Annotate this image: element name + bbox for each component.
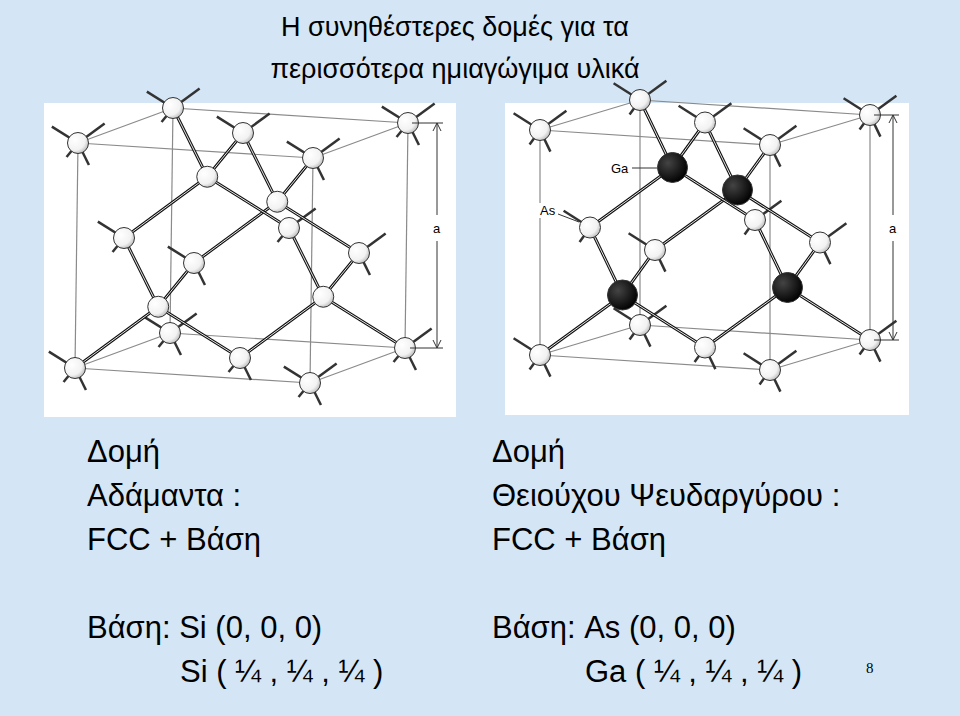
cell-edge xyxy=(75,368,310,383)
structure-name: FCC + Βάση xyxy=(87,522,261,558)
cell-edge xyxy=(313,123,408,158)
cell-edge xyxy=(769,145,770,370)
atom xyxy=(530,345,551,366)
basis-text: Βάση: As (0, 0, 0) xyxy=(492,610,736,646)
bond-highlight xyxy=(124,177,207,238)
cell-edge xyxy=(75,143,78,368)
zincblende-cell xyxy=(514,81,897,392)
atom xyxy=(230,348,251,369)
cell-edge xyxy=(170,108,173,333)
bond-highlight xyxy=(194,202,277,263)
bond xyxy=(158,307,240,358)
structure-name: Δομή xyxy=(87,434,160,470)
cell-edge xyxy=(539,130,540,355)
bond-highlight xyxy=(158,307,240,358)
diamond-cell xyxy=(49,88,435,405)
atom-label: Ga xyxy=(609,161,630,176)
atom xyxy=(760,135,781,156)
cell-edge xyxy=(310,348,405,383)
dimension-line xyxy=(410,123,443,348)
ga-atom xyxy=(723,175,753,205)
basis-text: Ga ( ¼ , ¼ , ¼ ) xyxy=(585,654,802,690)
cell-edge xyxy=(173,108,408,123)
bond xyxy=(194,202,277,263)
atom xyxy=(163,98,184,119)
atom xyxy=(530,120,551,141)
cell-edge xyxy=(770,340,870,370)
cell-edge xyxy=(639,100,640,325)
bond-highlight xyxy=(243,133,277,202)
cell-edge xyxy=(540,325,640,355)
dimension-label: a xyxy=(431,221,442,236)
atom xyxy=(695,112,716,133)
slide-title: Η συνηθέστερες δομές για τα περισσότερα … xyxy=(220,6,690,90)
bond xyxy=(323,297,405,348)
atom xyxy=(313,286,334,307)
cell-edge xyxy=(405,123,408,348)
atom xyxy=(645,240,666,261)
bond-highlight xyxy=(323,297,405,348)
atom xyxy=(267,191,288,212)
cell-edge xyxy=(869,115,870,340)
basis-text: Βάση: Si (0, 0, 0) xyxy=(87,610,322,646)
atom xyxy=(695,337,716,358)
bond xyxy=(240,297,323,358)
atom xyxy=(148,296,169,317)
atom xyxy=(114,228,135,249)
cell-edge xyxy=(540,355,770,370)
atom xyxy=(630,315,651,336)
atom xyxy=(184,253,205,274)
atom xyxy=(745,210,766,231)
structure-name: FCC + Βάση xyxy=(492,522,666,558)
atom xyxy=(760,360,781,381)
bond-highlight xyxy=(75,307,158,368)
basis-text: Si ( ¼ , ¼ , ¼ ) xyxy=(180,654,383,690)
atom xyxy=(300,373,321,394)
atom xyxy=(233,123,254,144)
atom xyxy=(810,232,831,253)
ga-atom xyxy=(608,280,638,310)
bond xyxy=(124,238,158,307)
atom xyxy=(279,218,300,239)
cell-edge xyxy=(78,108,173,143)
structure-name: Θειούχου Ψευδαργύρου : xyxy=(492,478,840,514)
cell-edge xyxy=(770,115,870,145)
figure-panel xyxy=(505,103,909,415)
atom xyxy=(65,358,86,379)
atom-label: As xyxy=(538,203,557,218)
atom xyxy=(580,217,601,238)
bond xyxy=(207,177,289,228)
bond-highlight xyxy=(124,238,158,307)
bond xyxy=(173,108,207,177)
bond xyxy=(124,177,207,238)
cell-edge xyxy=(640,100,870,115)
bond-highlight xyxy=(173,108,207,177)
ga-atom xyxy=(773,273,803,303)
atom xyxy=(160,323,181,344)
bond xyxy=(277,202,359,253)
bond xyxy=(289,228,323,297)
ga-atom xyxy=(658,153,688,183)
atom xyxy=(630,90,651,111)
page-number: 8 xyxy=(866,660,874,676)
dimension-line xyxy=(874,115,899,340)
bond xyxy=(75,307,158,368)
atom xyxy=(197,166,218,187)
atom xyxy=(349,243,370,264)
bond xyxy=(243,133,277,202)
structure-name: Αδάμαντα : xyxy=(87,478,241,514)
figure-panel xyxy=(44,103,456,417)
cell-edge xyxy=(540,100,640,130)
bond-highlight xyxy=(277,202,359,253)
leader-line xyxy=(558,168,657,222)
bond-highlight xyxy=(289,228,323,297)
atom xyxy=(68,133,89,154)
bond-highlight xyxy=(207,177,289,228)
structure-name: Δομή xyxy=(492,434,565,470)
bond-highlight xyxy=(240,297,323,358)
atom xyxy=(303,148,324,169)
dimension-label: a xyxy=(887,221,898,236)
cell-edge xyxy=(75,333,170,368)
